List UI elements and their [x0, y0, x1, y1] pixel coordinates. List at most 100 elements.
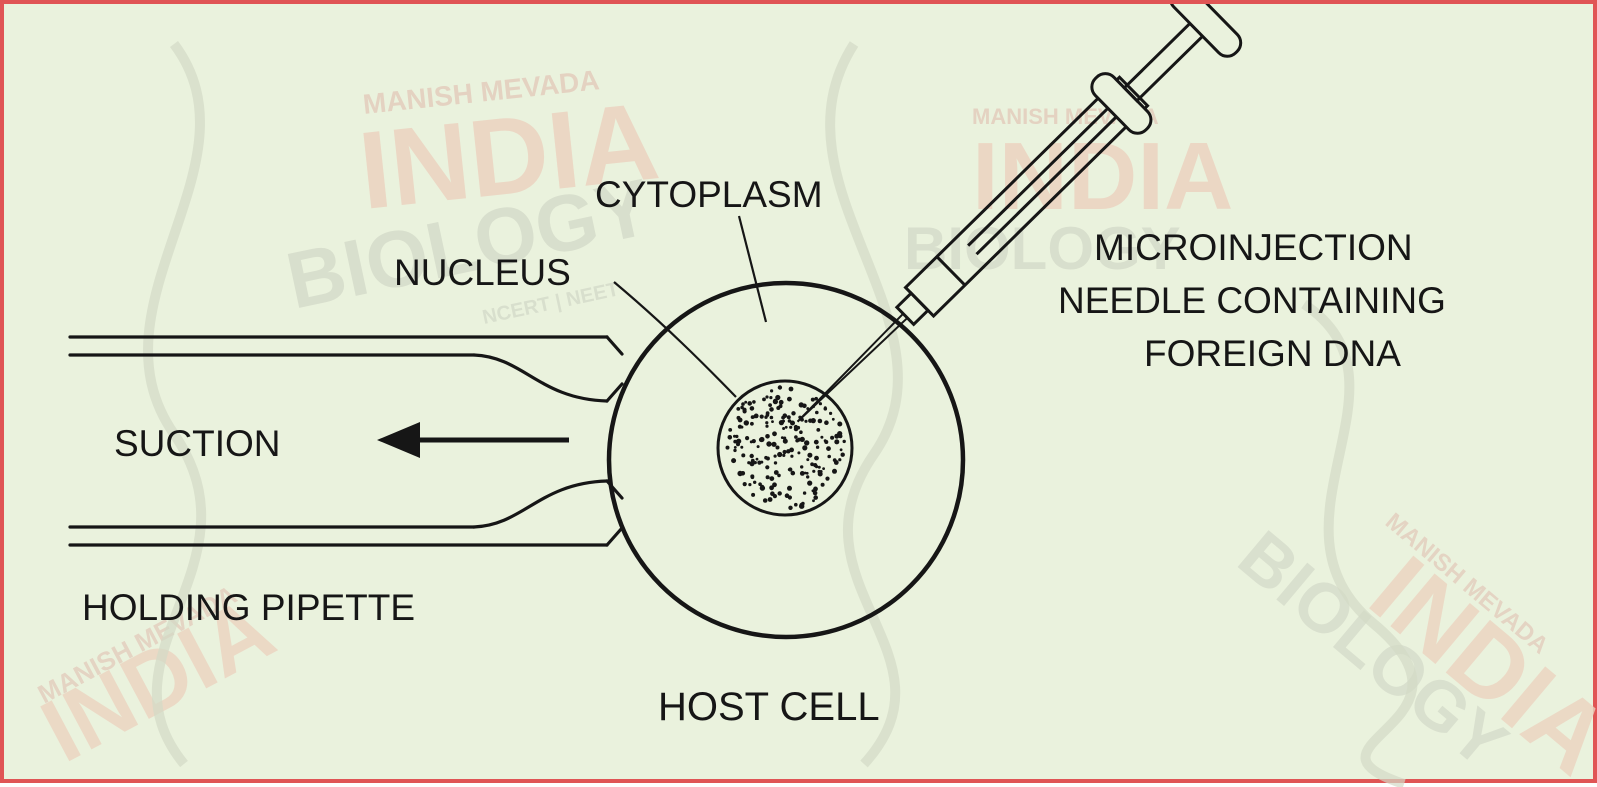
chromatin-dot [762, 498, 768, 503]
chromatin-dot [769, 396, 773, 400]
chromatin-dot [782, 427, 786, 430]
chromatin-dot [733, 446, 737, 449]
chromatin-dot [813, 495, 818, 500]
chromatin-dot [813, 486, 818, 492]
chromatin-dot [800, 465, 804, 469]
label-host-cell: HOST CELL [658, 685, 880, 729]
watermark-center: MANISH MEVADA INDIA BIOLOGY [904, 104, 1233, 282]
chromatin-dot [775, 445, 780, 450]
chromatin-dot [749, 440, 753, 444]
chromatin-dot [765, 421, 769, 425]
chromatin-dot [794, 435, 798, 439]
chromatin-dot [767, 497, 773, 502]
chromatin-dot [749, 453, 754, 459]
chromatin-dot [741, 453, 746, 458]
chromatin-dot [759, 436, 765, 443]
chromatin-dot [786, 415, 791, 420]
chromatin-dot [832, 468, 837, 474]
chromatin-dot [791, 411, 796, 416]
chromatin-dot [764, 415, 768, 419]
chromatin-dot [804, 440, 810, 446]
chromatin-dot [782, 453, 786, 457]
chromatin-dot [777, 451, 783, 458]
chromatin-dot [782, 438, 788, 444]
chromatin-dot [740, 445, 744, 449]
chromatin-dot [765, 434, 770, 439]
chromatin-dot [790, 470, 796, 476]
chromatin-dot [782, 449, 787, 455]
chromatin-dot [812, 469, 816, 473]
chromatin-dot [765, 475, 770, 480]
chromatin-dot [838, 434, 843, 439]
chromatin-dot [755, 457, 759, 461]
chromatin-dot [741, 402, 745, 406]
chromatin-dot [794, 502, 798, 507]
chromatin-dot [820, 482, 825, 487]
nucleus [716, 379, 854, 517]
chromatin-dot [742, 407, 747, 412]
chromatin-dot [817, 418, 823, 424]
label-suction: SUCTION [114, 423, 281, 464]
chromatin-dot [787, 396, 792, 402]
chromatin-dot [806, 458, 810, 462]
chromatin-dot [775, 394, 781, 401]
chromatin-dot [839, 448, 843, 452]
chromatin-dot [799, 436, 805, 442]
chromatin-dot [766, 441, 772, 447]
chromatin-dot [788, 386, 794, 392]
chromatin-dot [831, 417, 835, 421]
chromatin-dot [745, 436, 750, 441]
chromatin-dot [802, 491, 807, 495]
chromatin-dot [806, 475, 810, 479]
chromatin-dot [833, 460, 839, 465]
chromatin-dot [744, 400, 748, 404]
chromatin-dot [771, 420, 774, 423]
chromatin-dot [797, 451, 801, 455]
chromatin-dot [815, 410, 819, 415]
label-holding-pipette: HOLDING PIPETTE [82, 587, 415, 628]
chromatin-dot [773, 461, 778, 465]
label-needle-line-3: FOREIGN DNA [1144, 333, 1401, 374]
chromatin-dot [751, 492, 756, 497]
chromatin-dot [782, 419, 785, 423]
chromatin-dot [778, 399, 784, 405]
chromatin-dot [753, 480, 757, 484]
chromatin-dot [765, 424, 769, 428]
chromatin-dot [776, 406, 781, 410]
watermark-bottom-right: MANISH MEVADA INDIA BIOLOGY [1224, 508, 1597, 787]
chromatin-dot [777, 385, 783, 390]
chromatin-dot [748, 483, 752, 487]
chromatin-dot [777, 491, 782, 496]
chromatin-dot [731, 458, 737, 464]
chromatin-dot [737, 470, 743, 477]
chromatin-dot [788, 505, 793, 510]
nucleus-chromatin-dots [725, 385, 846, 510]
chromatin-dot [771, 441, 777, 447]
chromatin-dot [818, 402, 823, 406]
chromatin-dot [834, 433, 840, 439]
chromatin-dot [810, 462, 814, 467]
chromatin-dot [773, 470, 779, 475]
suction-arrow [377, 422, 569, 458]
chromatin-dot [790, 420, 795, 426]
chromatin-dot [737, 424, 743, 429]
watermark-dna-helix [143, 41, 1418, 787]
chromatin-dot [807, 480, 813, 486]
chromatin-dot [799, 502, 804, 508]
chromatin-dot [772, 482, 777, 488]
chromatin-dot [736, 415, 741, 420]
chromatin-dot [812, 490, 818, 496]
chromatin-dot [813, 439, 819, 445]
chromatin-dot [749, 406, 755, 411]
chromatin-dot [770, 389, 774, 393]
chromatin-dot [824, 420, 829, 426]
chromatin-dot [799, 471, 805, 476]
chromatin-dot [815, 445, 820, 449]
chromatin-dot [789, 425, 793, 429]
chromatin-dot [749, 461, 755, 467]
chromatin-dot [814, 396, 818, 401]
chromatin-dot [790, 454, 794, 458]
chromatin-dot [810, 418, 816, 424]
chromatin-dot [750, 421, 754, 426]
